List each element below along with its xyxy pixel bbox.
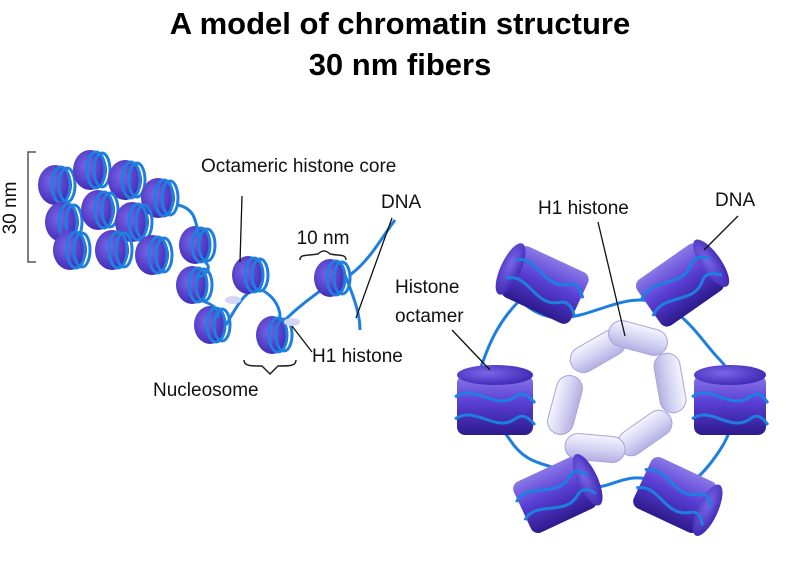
histone-octamer [454,365,537,435]
nucleosome-disc [95,230,134,270]
h1-label-left: H1 histone [312,346,403,367]
octamer-label-line2: octamer [395,306,464,327]
histone-octamer [633,457,723,536]
h1-histone-small [284,318,300,326]
nucleosome-label: Nucleosome [153,380,259,401]
nucleosome-bracket [243,359,297,376]
dna-label-left: DNA [381,192,421,213]
linker-dna [177,203,397,332]
leader-line [239,195,243,263]
nucleosome-disc [38,165,77,205]
nucleosome-disc [53,230,92,270]
leader-line [291,325,313,353]
histone-octamer [495,243,589,324]
nucleosome-disc [108,160,147,200]
fiber-coil [38,150,232,344]
nucleosome-disc [194,306,232,344]
scale-label: 30 nm [0,182,21,235]
nucleosome [314,259,352,297]
dna-label-right: DNA [715,190,755,211]
nucleosome-disc [73,150,112,190]
leader-line [703,215,739,251]
leader-line [355,217,393,319]
octameric-core-label: Octameric histone core [201,156,396,177]
histone-octamer [691,365,770,435]
h1-histone-small [225,296,241,304]
title-line-2: 30 nm fibers [308,47,492,82]
histone-octamer [513,454,603,533]
leader-line [597,221,626,337]
title-line-1: A model of chromatin structure [169,6,631,41]
leader-line [451,329,491,371]
h1-histone-ring [547,320,687,463]
scale-bracket [27,151,36,263]
nucleosome-disc [81,190,120,230]
nucleosome-disc [179,226,217,264]
nucleosome [256,316,294,354]
nucleosome-disc [135,235,174,275]
octamer-label-line1: Histone [395,277,459,298]
histone-octamer [635,239,730,327]
spacing-bracket [299,250,347,261]
nucleosome [232,256,270,294]
h1-label-right: H1 histone [538,198,629,219]
spacing-label: 10 nm [297,228,350,249]
